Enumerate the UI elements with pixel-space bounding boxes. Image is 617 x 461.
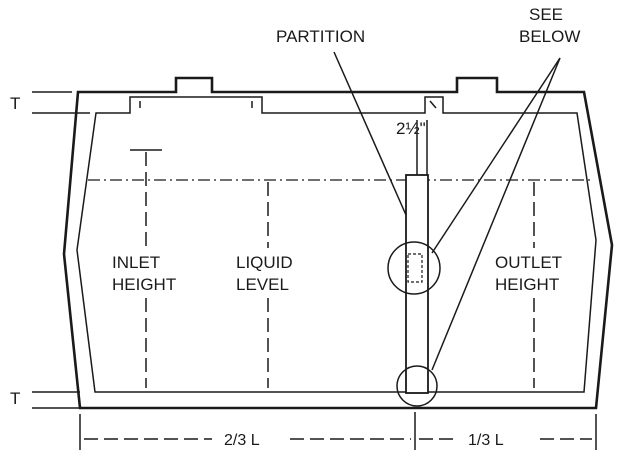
liquid-level-label-line1: LIQUID	[236, 253, 293, 272]
inlet-height-dimension	[130, 149, 162, 388]
thickness-dimension-top	[32, 91, 90, 114]
tank-outer-wall	[62, 76, 614, 410]
thickness-label-bottom: T	[10, 389, 20, 408]
partition-wall	[405, 120, 429, 394]
inlet-height-label-line1: INLET	[112, 253, 160, 272]
inlet-height-label-line2: HEIGHT	[112, 275, 176, 294]
dimension-left-label: 2/3 L	[224, 432, 260, 449]
thickness-dimension-bottom	[32, 391, 80, 409]
see-below-label-line2: BELOW	[519, 27, 580, 46]
see-below-leader-lines	[431, 57, 561, 371]
liquid-level-label-line2: LEVEL	[236, 275, 289, 294]
outlet-height-label-line1: OUTLET	[495, 253, 562, 272]
partition-leader-line	[333, 51, 407, 216]
see-below-label-line1: SEE	[529, 5, 563, 24]
detail-circle-upper	[387, 241, 441, 295]
detail-circle-lower	[396, 365, 438, 407]
tank-inner-wall	[76, 96, 597, 393]
thickness-label-top: T	[10, 94, 20, 113]
length-dimension-line	[79, 412, 597, 450]
partition-width-label: 2½"	[396, 119, 426, 138]
dimension-right-label: 1/3 L	[468, 432, 504, 449]
partition-label: PARTITION	[276, 27, 365, 46]
outlet-height-label-line2: HEIGHT	[495, 275, 559, 294]
